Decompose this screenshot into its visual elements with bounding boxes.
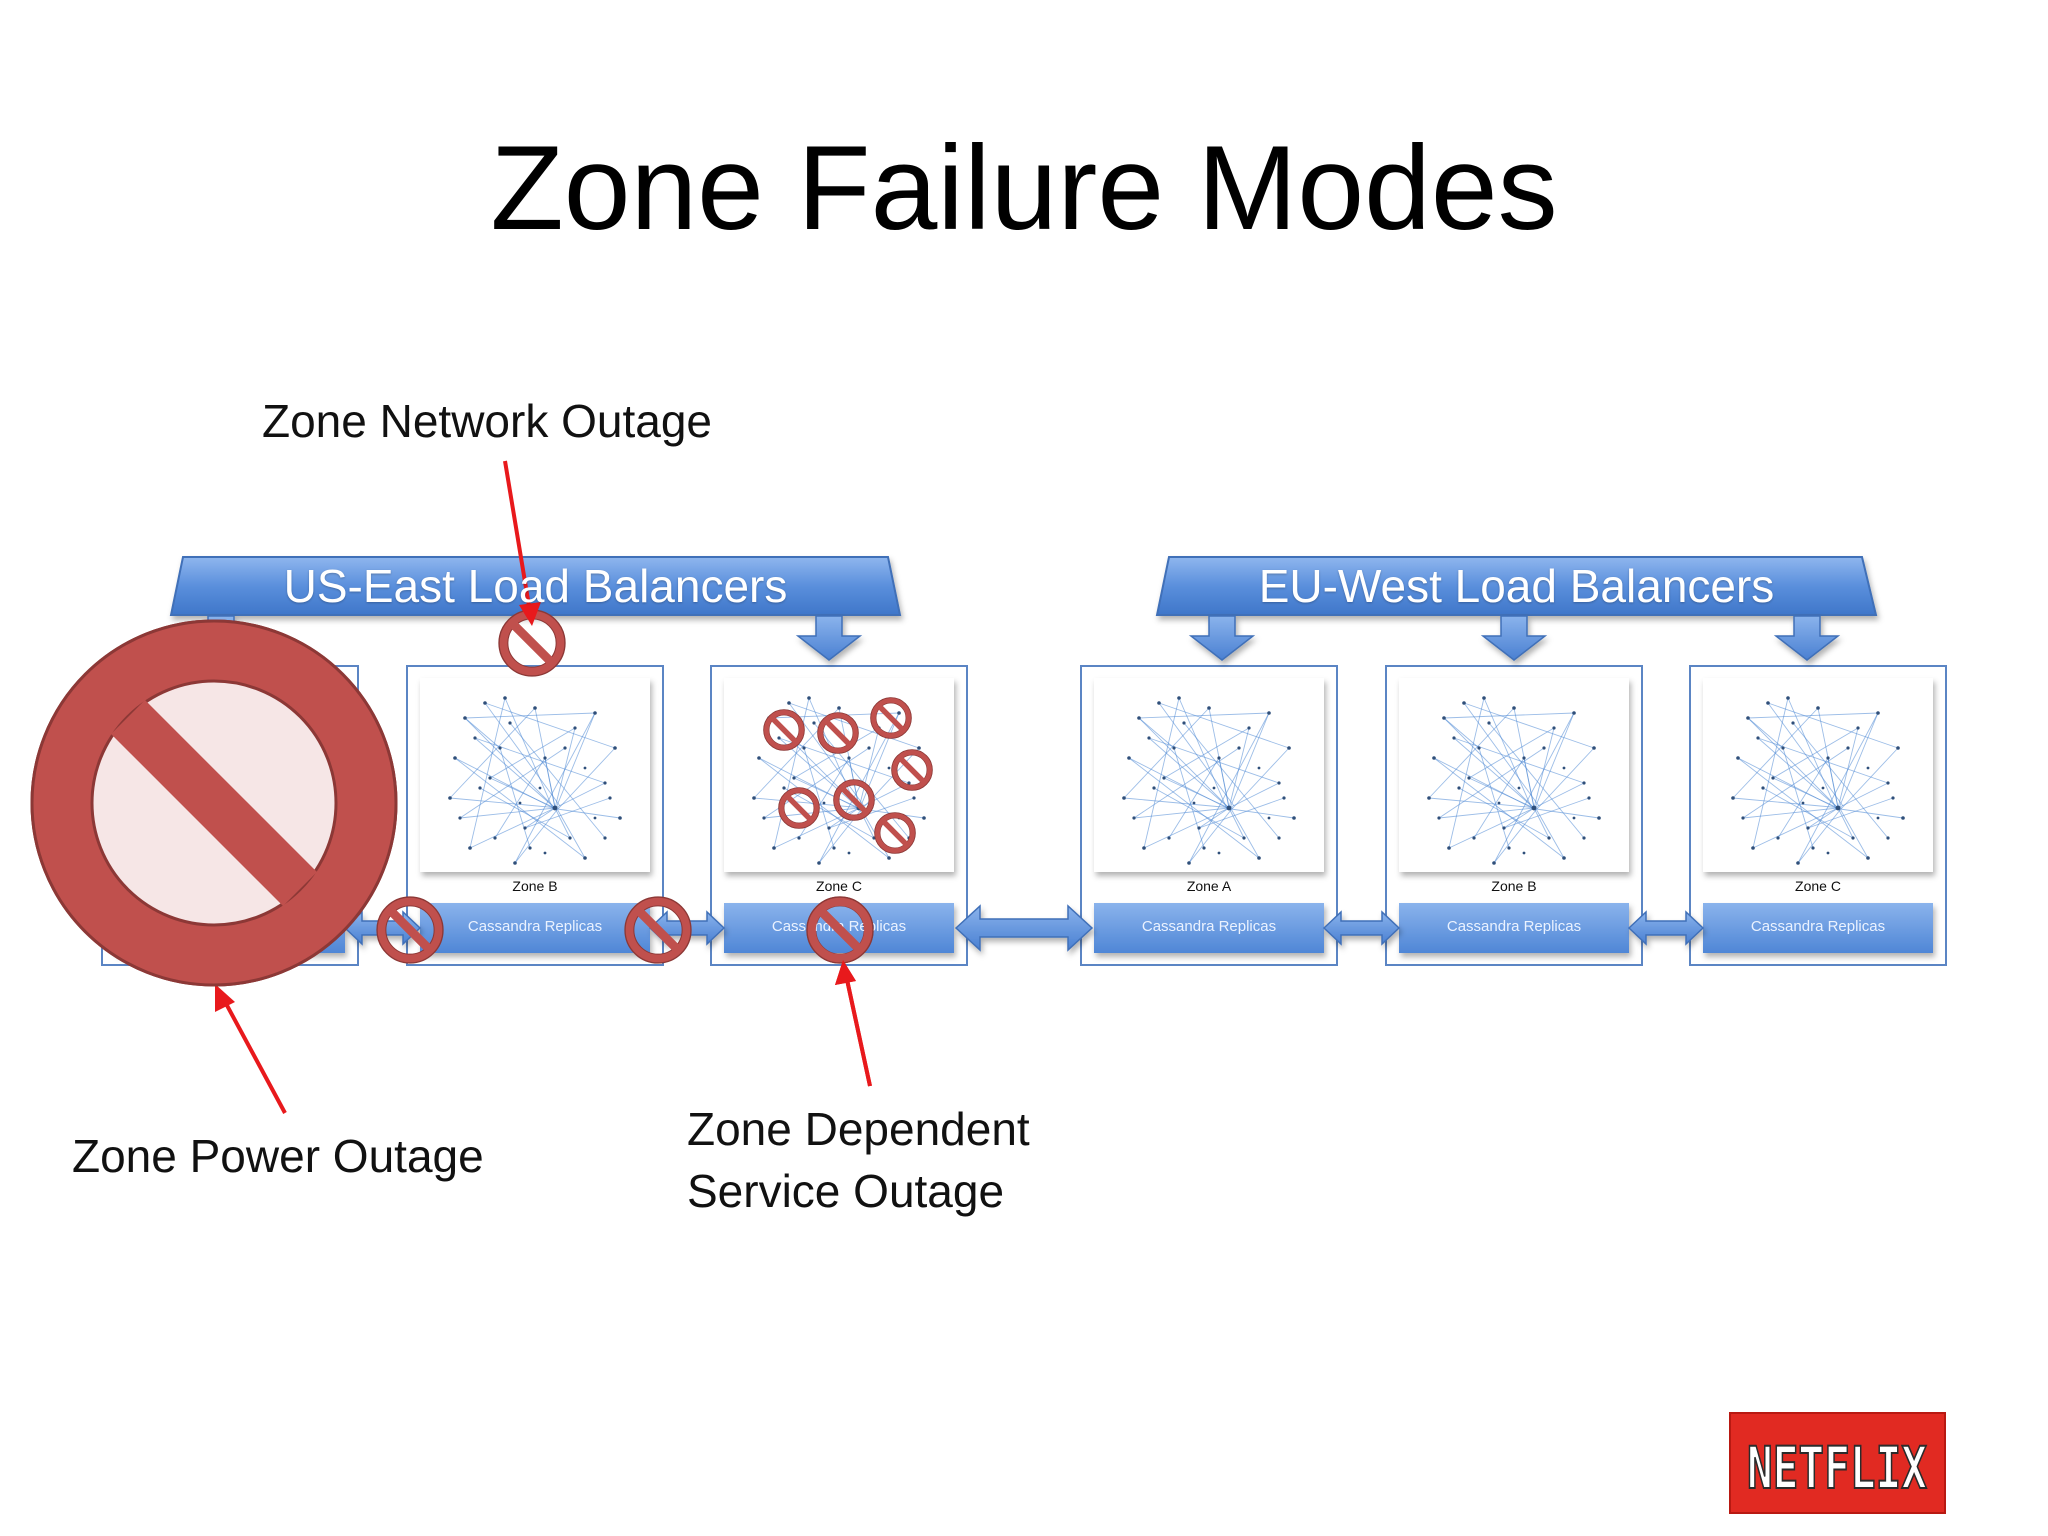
lb-down-arrows [187,615,1841,661]
eu-west-zone-a-replicas: Cassandra Replicas [1141,918,1277,935]
slide-title: Zone Failure Modes [490,121,1558,255]
us-east-zone-c-replicas: Cassandra Replicas [771,918,907,935]
network-outage-label: Zone Network Outage [262,395,713,447]
us-east-load-balancer [169,556,902,616]
eu-west-zones [1080,665,1947,966]
us-east-zone-c-label: Zone C [816,878,862,894]
eu-west-load-balancer-label: EU-West Load Balancers [1258,560,1775,612]
eu-west-zone-c-label: Zone C [1795,878,1841,894]
netflix-logo: NETFLIX [1729,1412,1946,1514]
eu-west-zone-a-label: Zone A [1186,878,1232,894]
us-east-zone-b-replicas: Cassandra Replicas [467,918,603,935]
us-east-zone-b-label: Zone B [512,878,558,894]
us-east-load-balancer-label: US-East Load Balancers [283,560,788,612]
netflix-logo-text: NETFLIX [1747,1434,1927,1502]
power-outage-label: Zone Power Outage [72,1130,484,1182]
dependent-service-label-line2: Service Outage [687,1165,1005,1217]
dependent-service-label-line1: Zone Dependent [687,1103,1030,1155]
us-east-zone-a-label: Zone A [207,878,253,894]
eu-west-zone-c-replicas: Cassandra Replicas [1750,918,1886,935]
eu-west-zone-b-label: Zone B [1491,878,1537,894]
us-east-zone-a-replicas: Cassandra Replicas [162,918,298,935]
eu-west-load-balancer [1155,556,1878,616]
eu-west-zone-b-replicas: Cassandra Replicas [1446,918,1582,935]
